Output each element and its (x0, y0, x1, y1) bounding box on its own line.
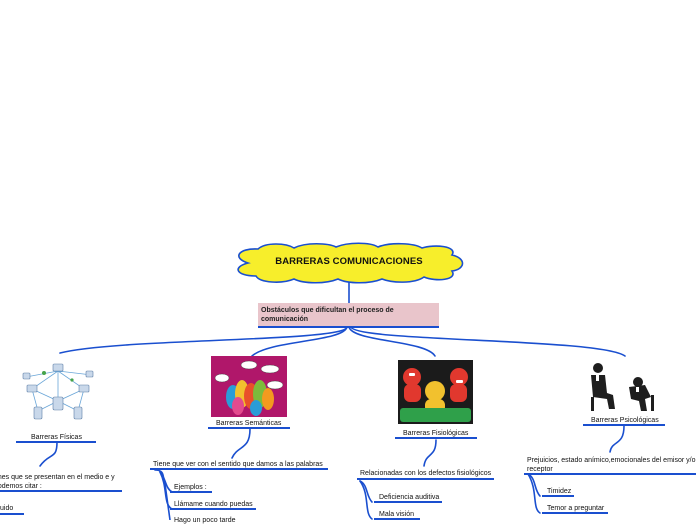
item-underline-semanticas-2 (170, 508, 256, 510)
psicologicas-to-desc (609, 425, 625, 453)
branch-label-semanticas[interactable]: Barreras Semánticas (216, 420, 282, 427)
item-fisicas-1[interactable]: uido (0, 505, 14, 512)
description-psicologicas[interactable]: Prejuicios, estado anímico,emocionales d… (527, 457, 696, 473)
item-psicologicas-2[interactable]: Temor a preguntar (547, 505, 605, 512)
branch-underline-semanticas (208, 427, 290, 429)
item-underline-fisiologicas-2 (374, 518, 420, 520)
item-underline-psicologicas-1 (542, 495, 574, 497)
description-underline-semanticas (150, 468, 328, 470)
description-underline-psicologicas (524, 473, 696, 475)
branch-label-fisicas[interactable]: Barreras Físicas (31, 434, 82, 441)
semanticas-item-2 (159, 471, 173, 510)
psicologicas-item-2 (527, 473, 541, 514)
description-fisicas[interactable]: ones que se presentan en el medio e y po… (0, 474, 115, 490)
link-fisicas (59, 326, 348, 354)
description-fisiologicas[interactable]: Relacionadas con los defectos fisiológic… (360, 470, 492, 477)
item-underline-psicologicas-2 (542, 512, 608, 514)
description-underline-fisicas (0, 490, 122, 492)
item-underline-semanticas-1 (170, 491, 212, 493)
branch-underline-fisicas (16, 441, 96, 443)
three-monkeys-icon (398, 360, 473, 424)
map-title: BARRERAS COMUNICACIONES (275, 256, 423, 267)
network-devices-icon (22, 363, 94, 420)
item-underline-fisicas-1 (0, 513, 24, 515)
item-semanticas-3[interactable]: Hago un poco tarde (174, 517, 236, 524)
psicologicas-items-bracket (527, 473, 541, 497)
subtitle-underline (258, 326, 439, 328)
branch-underline-psicologicas (583, 424, 665, 426)
item-underline-fisiologicas-1 (374, 501, 442, 503)
semanticas-to-desc (231, 428, 251, 459)
item-psicologicas-1[interactable]: Timidez (547, 488, 572, 495)
title-cloud[interactable] (230, 242, 468, 284)
item-fisiologicas-1[interactable]: Deficiencia auditiva (379, 494, 440, 501)
fisicas-to-desc (39, 441, 58, 467)
item-fisiologicas-2[interactable]: Mala visión (379, 511, 415, 518)
item-semanticas-1[interactable]: Ejemplos : (174, 484, 207, 491)
description-semanticas[interactable]: Tiene que ver con el sentido que damos a… (153, 461, 323, 468)
fisiologicas-to-desc (423, 439, 437, 467)
link-psicologicas (350, 326, 626, 357)
subtitle-box[interactable] (258, 303, 439, 327)
two-men-talking-icon (591, 363, 654, 411)
branch-label-fisiologicas[interactable]: Barreras Fisiológicas (403, 430, 469, 437)
link-semanticas (251, 326, 348, 357)
subtitle-text: Obstáculos que dificultan el proceso de … (261, 307, 394, 323)
branch-underline-fisiologicas (395, 437, 477, 439)
speech-heads-icon (211, 356, 287, 417)
link-fisiologicas (348, 326, 436, 357)
description-underline-fisiologicas (357, 478, 494, 480)
branch-label-psicologicas[interactable]: Barreras Psicológicas (591, 417, 659, 424)
item-semanticas-2[interactable]: Llámame cuando puedas (174, 501, 253, 508)
fisiologicas-item-2 (359, 480, 373, 520)
